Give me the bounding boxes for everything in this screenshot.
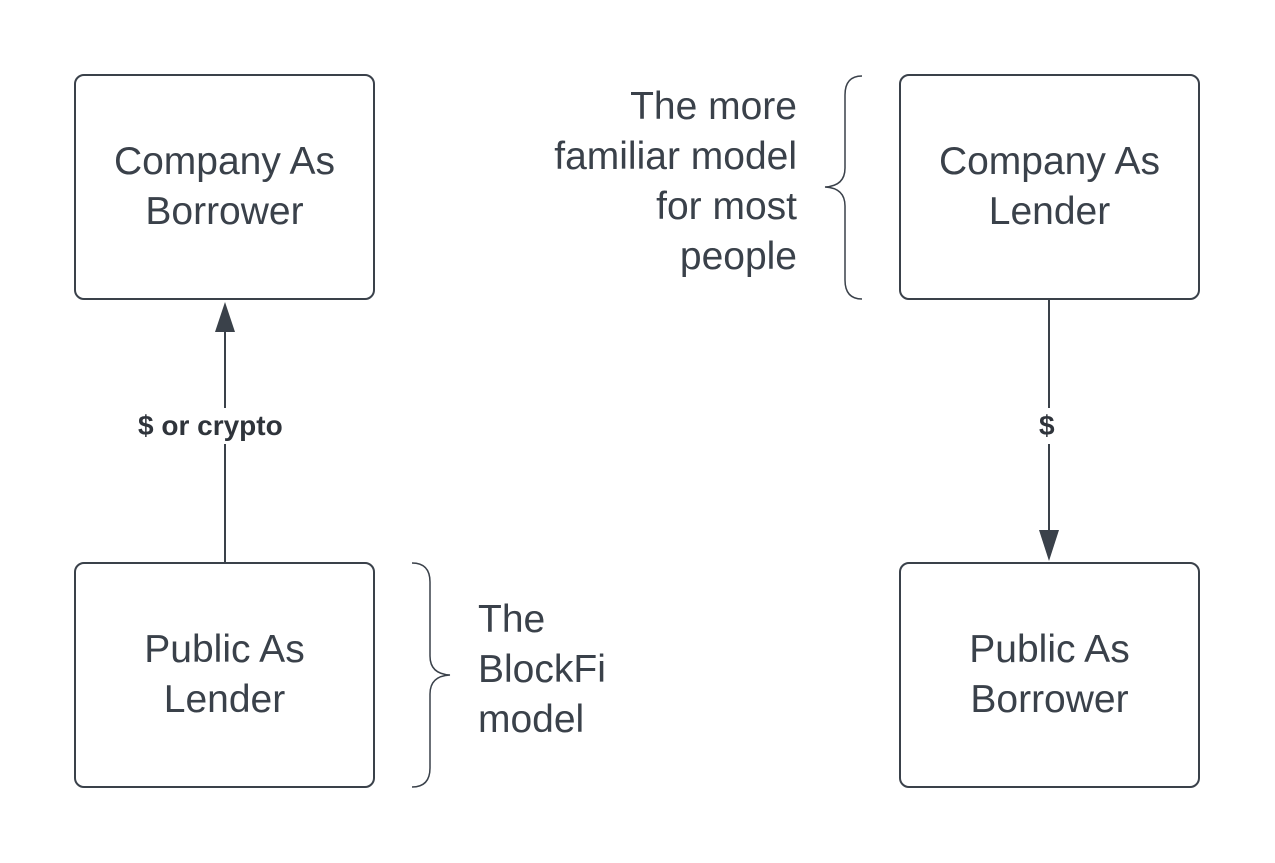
- node-label: Company As Borrower: [113, 140, 336, 233]
- node-label: Public As Borrower: [969, 628, 1130, 721]
- node-company-as-lender: Company As Lender: [899, 74, 1200, 300]
- node-public-as-lender: Public As Lender: [74, 562, 375, 788]
- edge-right-arrowhead: [1039, 530, 1059, 561]
- brace-blockfi-model: [411, 562, 451, 788]
- node-label: Company As Lender: [938, 140, 1161, 233]
- edge-left-arrowhead: [215, 302, 235, 332]
- node-company-as-borrower: Company As Borrower: [74, 74, 375, 300]
- node-public-as-borrower: Public As Borrower: [899, 562, 1200, 788]
- edge-right-label: $: [1037, 408, 1057, 444]
- node-label: Public As Lender: [144, 628, 305, 721]
- note-familiar-model: The more familiar model for most people: [554, 85, 797, 278]
- edge-left-label: $ or crypto: [136, 408, 285, 444]
- brace-familiar-model: [824, 75, 863, 300]
- note-blockfi-model: The BlockFi model: [478, 598, 606, 741]
